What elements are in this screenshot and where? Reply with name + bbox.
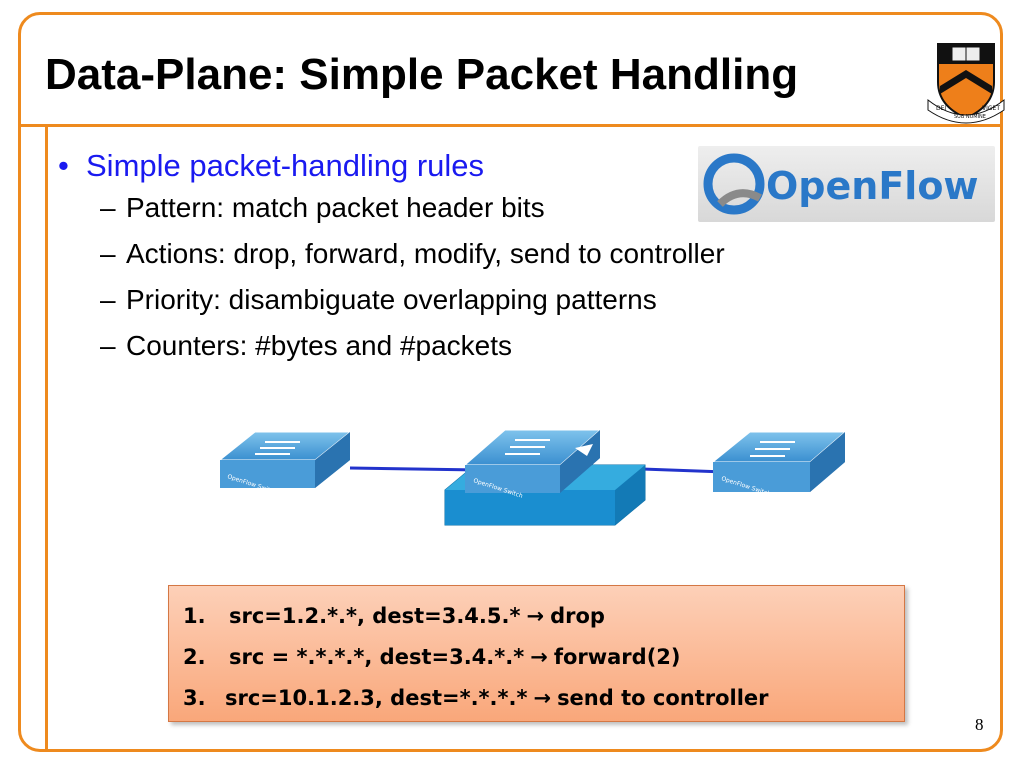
bullet-mark: • xyxy=(58,148,69,183)
dash-mark: – xyxy=(100,330,116,361)
flow-rule: 2. src = *.*.*.*, dest=3.4.*.*→forward(2) xyxy=(183,637,890,678)
flow-rules-box: 1.src=1.2.*.*, dest=3.4.5.*→drop 2.src =… xyxy=(168,585,905,722)
openflow-logo-text: OpenFlow xyxy=(766,164,979,208)
rule-action: forward(2) xyxy=(553,645,681,669)
crest-motto-right: VIGET xyxy=(982,105,1000,112)
flow-rule: 1. src=1.2.*.*, dest=3.4.5.*→drop xyxy=(183,596,890,637)
arrow-right-icon: → xyxy=(530,645,548,669)
openflow-logo: OpenFlow xyxy=(698,146,995,222)
flow-rule: 3. src=10.1.2.3, dest=*.*.*.*→send to con… xyxy=(183,678,890,719)
dash-mark: – xyxy=(100,238,116,269)
network-diagram: OpenFlow Switch OpenFlow Switch OpenFlow… xyxy=(218,429,847,526)
openflow-logo-icon: OpenFlow xyxy=(703,153,979,215)
rule-number: 1. xyxy=(183,604,206,628)
arrow-right-icon: → xyxy=(533,686,552,710)
rule-number: 2. xyxy=(183,645,206,669)
rule-number: 3. xyxy=(183,686,206,710)
princeton-crest-icon: DEI SUB NUMINE VIGET xyxy=(927,43,1005,124)
sub-bullet-text: Actions: drop, forward, modify, send to … xyxy=(126,238,725,269)
rule-action: drop xyxy=(550,604,605,628)
dash-mark: – xyxy=(100,284,116,315)
crest-motto-left: DEI xyxy=(936,105,946,112)
title-divider xyxy=(18,124,1003,127)
bullet-main: • Simple packet-handling rules xyxy=(58,148,725,184)
left-divider xyxy=(45,124,48,749)
sub-bullet-text: Priority: disambiguate overlapping patte… xyxy=(126,284,657,315)
sub-bullet: –Pattern: match packet header bits xyxy=(100,188,725,234)
bullet-list: •Simple packet-handling rules –Pattern: … xyxy=(58,148,725,372)
sub-bullet: –Counters: #bytes and #packets xyxy=(100,326,725,372)
slide-title: Data-Plane: Simple Packet Handling xyxy=(45,50,799,99)
sub-bullet: –Actions: drop, forward, modify, send to… xyxy=(100,234,725,280)
sub-bullet: –Priority: disambiguate overlapping patt… xyxy=(100,280,725,326)
rule-match: src=1.2.*.*, dest=3.4.5.* xyxy=(229,604,521,628)
rule-match: src = *.*.*.*, dest=3.4.*.* xyxy=(229,645,525,669)
bullet-main-text: Simple packet-handling rules xyxy=(86,148,485,183)
page-number: 8 xyxy=(975,715,984,734)
rule-action: send to controller xyxy=(557,686,769,710)
sub-bullet-text: Pattern: match packet header bits xyxy=(126,192,545,223)
network-link-left xyxy=(349,466,481,472)
slide-frame xyxy=(18,12,1003,752)
dash-mark: – xyxy=(100,192,116,223)
sub-bullet-text: Counters: #bytes and #packets xyxy=(126,330,513,361)
crest-motto-mid: SUB NUMINE xyxy=(954,114,986,120)
arrow-right-icon: → xyxy=(526,604,545,628)
rule-match: src=10.1.2.3, dest=*.*.*.* xyxy=(225,686,528,710)
network-switch-icon: OpenFlow Switch xyxy=(218,431,352,496)
network-switch-icon: OpenFlow Switch xyxy=(711,431,847,498)
